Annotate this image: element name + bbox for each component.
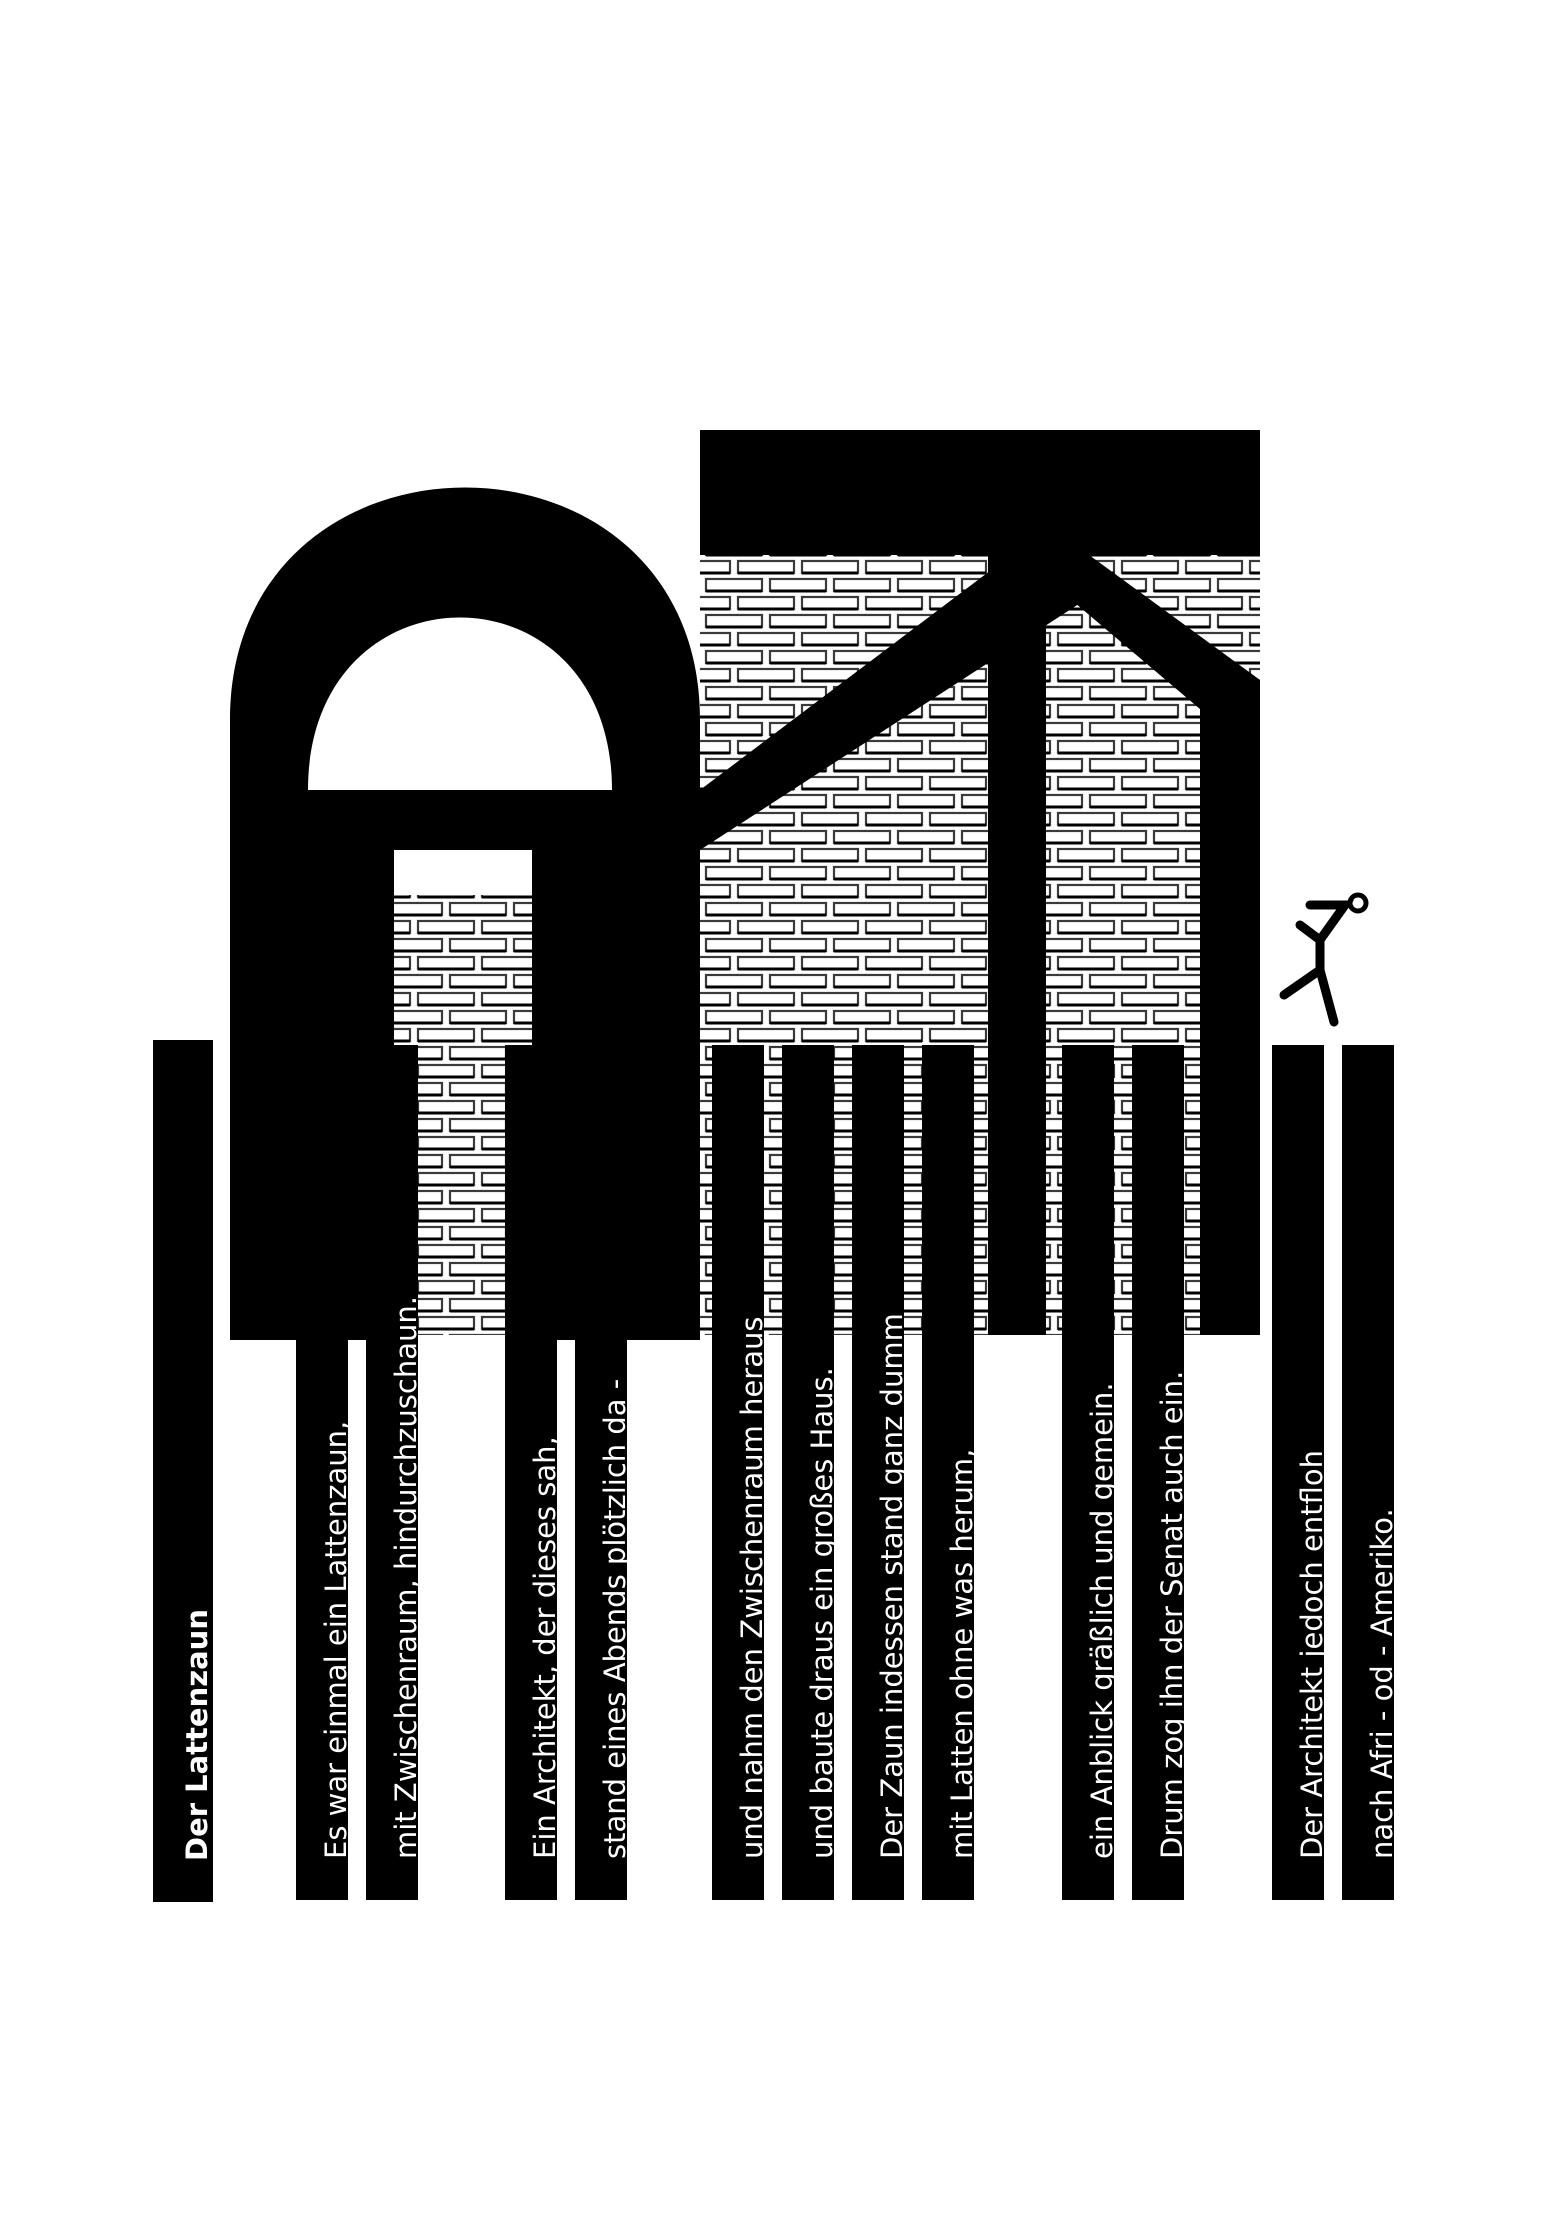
poem-line: Der Zaun indessen stand ganz dumm	[875, 1313, 909, 1859]
slat-line-4: stand eines Abends plötzlich da -	[575, 1045, 632, 1900]
slat-title: Der Lattenzaun	[153, 1040, 214, 1902]
poem-line: Es war einmal ein Lattenzaun,	[319, 1420, 353, 1859]
poem-line: nach Afri - od - Ameriko.	[1365, 1508, 1399, 1859]
slat-line-1: Es war einmal ein Lattenzaun,	[296, 1045, 353, 1900]
slat-line-6: und baute draus ein großes Haus.	[782, 1045, 839, 1900]
slat-line-11: Der Architekt jedoch entfloh	[1272, 1045, 1329, 1900]
poem-line: Ein Architekt, der dieses sah,	[528, 1436, 562, 1859]
poem-line: ein Anblick gräßlich und gemein.	[1085, 1382, 1119, 1859]
slat-line-12: nach Afri - od - Ameriko.	[1342, 1045, 1399, 1900]
slat-line-2: mit Zwischenraum, hindurchzuschaun.	[366, 1045, 423, 1900]
poem-line: und nahm den Zwischenraum heraus	[735, 1316, 769, 1859]
poem-line: und baute draus ein großes Haus.	[805, 1367, 839, 1859]
poem-line: mit Latten ohne was herum,	[945, 1448, 979, 1859]
slat-line-10: Drum zog ihn der Senat auch ein.	[1132, 1045, 1189, 1900]
slat-line-3: Ein Architekt, der dieses sah,	[505, 1045, 562, 1900]
slat-line-5: und nahm den Zwischenraum heraus	[712, 1045, 769, 1900]
slat-line-8: mit Latten ohne was herum,	[922, 1045, 979, 1900]
slat-line-7: Der Zaun indessen stand ganz dumm	[852, 1045, 909, 1900]
running-figure-icon	[1279, 892, 1369, 1027]
poem-line: stand eines Abends plötzlich da -	[598, 1378, 632, 1859]
poem-line: mit Zwischenraum, hindurchzuschaun.	[389, 1296, 423, 1859]
poem-title: Der Lattenzaun	[180, 1609, 214, 1861]
poem-line: Der Architekt jedoch entfloh	[1295, 1450, 1329, 1859]
poem-line: Drum zog ihn der Senat auch ein.	[1155, 1370, 1189, 1859]
slat-line-9: ein Anblick gräßlich und gemein.	[1062, 1045, 1119, 1900]
